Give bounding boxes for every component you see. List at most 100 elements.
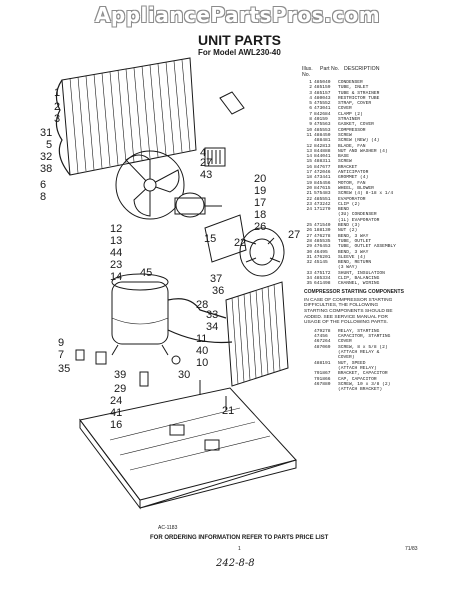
callout-36: 36 — [212, 285, 224, 297]
callout-31: 31 — [40, 127, 52, 139]
part-description: COMPRESSOR — [338, 127, 366, 133]
part-description: RESTRICTOR TUBE — [338, 95, 380, 101]
part-number: 467880 — [314, 381, 331, 387]
part-description: SCREW — [338, 159, 352, 165]
fan-motor-drawing — [174, 192, 247, 263]
illus-number: 27 — [306, 233, 312, 239]
illus-number: 32 — [306, 260, 312, 266]
part-description: RELAY, STARTING — [338, 328, 380, 334]
illus-number: 19 — [306, 180, 312, 186]
ordering-note: FOR ORDERING INFORMATION REFER TO PARTS … — [150, 535, 329, 541]
page-subtitle: For Model AWL230-40 — [198, 48, 281, 57]
part-number: 45145 — [314, 260, 328, 266]
part-description: TUBE & STRAINER — [338, 90, 380, 96]
part-description: NUT, SPEED — [338, 360, 366, 366]
part-number: 40159 — [314, 117, 328, 123]
part-description: NUT AND WASHER (4) — [338, 148, 388, 154]
part-description: SCREW (4) 8-18 x 1/4 — [338, 191, 394, 197]
list-item: (ATTACH RELAY) — [302, 366, 472, 371]
part-description: BEND — [338, 207, 350, 213]
illus-number: 14 — [306, 154, 312, 160]
part-number: 488450 — [314, 132, 331, 138]
part-description: (ATTACH RELAY & — [338, 350, 380, 356]
part-description: COVER) — [338, 355, 355, 361]
illus-number: 3 — [309, 90, 312, 96]
part-description: MOTOR, FAN — [338, 180, 366, 186]
callout-5: 5 — [46, 139, 52, 151]
callout-26: 26 — [254, 221, 266, 233]
part-description: CLIP, BALANCING — [338, 275, 380, 281]
callout-17: 17 — [254, 197, 266, 209]
list-item: (1L) EVAPORATOR — [302, 218, 472, 223]
part-number: 485157 — [314, 90, 331, 96]
part-description: BEND, 3 WAY — [338, 233, 369, 239]
illus-number: 21 — [306, 191, 312, 197]
part-number: 575483 — [314, 191, 331, 197]
part-number: 479278 — [314, 328, 331, 334]
part-description: (ATTACH BRACKET) — [338, 387, 383, 393]
callout-20: 20 — [254, 173, 266, 185]
illus-number: 20 — [306, 185, 312, 191]
illus-number: 23 — [306, 201, 312, 207]
part-description: BEND (3) — [338, 223, 361, 229]
illus-number: 5 — [309, 101, 312, 107]
illus-number: 24 — [306, 207, 312, 213]
callout-23: 23 — [110, 259, 122, 271]
callout-13: 13 — [110, 235, 122, 247]
callout-28: 28 — [196, 299, 208, 311]
part-number: 46495 — [314, 249, 328, 255]
col-desc: DESCRIPTION — [344, 66, 380, 72]
illus-number: 17 — [306, 170, 312, 176]
part-number: 473041 — [314, 106, 331, 112]
part-description: WHEEL, BLOWER — [338, 185, 374, 191]
callout-4: 4 — [200, 147, 206, 159]
part-number: 476278 — [314, 233, 331, 239]
part-number: 485551 — [314, 196, 331, 202]
part-description: (1L) EVAPORATOR — [338, 217, 380, 223]
part-number: 791867 — [314, 371, 331, 377]
evaporator-coil — [225, 281, 289, 387]
part-number: 488311 — [314, 159, 331, 165]
callout-11: 11 — [196, 333, 207, 345]
list-item: 479278 RELAY, STARTING — [302, 329, 472, 334]
part-description: STRAINER — [338, 117, 361, 123]
part-number: 844041 — [314, 154, 331, 160]
part-description: ANTICIPATOR — [338, 170, 369, 176]
callout-16: 16 — [110, 419, 122, 431]
watermark: AppliancePartsPros.com — [94, 3, 381, 27]
illus-number: 8 — [309, 117, 312, 123]
callout-41: 41 — [110, 407, 122, 419]
part-number: 485553 — [314, 127, 331, 133]
part-description: TUBE, INLET — [338, 85, 369, 91]
blower-wheel-drawing — [239, 227, 285, 277]
part-number: 847615 — [314, 185, 331, 191]
part-description: EVAPORATOR — [338, 196, 366, 202]
part-description: TUBE, OUTLET — [338, 238, 372, 244]
part-description: BRACKET — [338, 164, 358, 170]
callout-27a: 27 — [200, 157, 212, 169]
callout-12: 12 — [110, 223, 122, 235]
condenser-coil — [55, 57, 197, 176]
list-item: (3 WAY) — [302, 265, 472, 270]
diagram-code: AC-1183 — [158, 525, 178, 531]
illus-number: 29 — [306, 244, 312, 250]
